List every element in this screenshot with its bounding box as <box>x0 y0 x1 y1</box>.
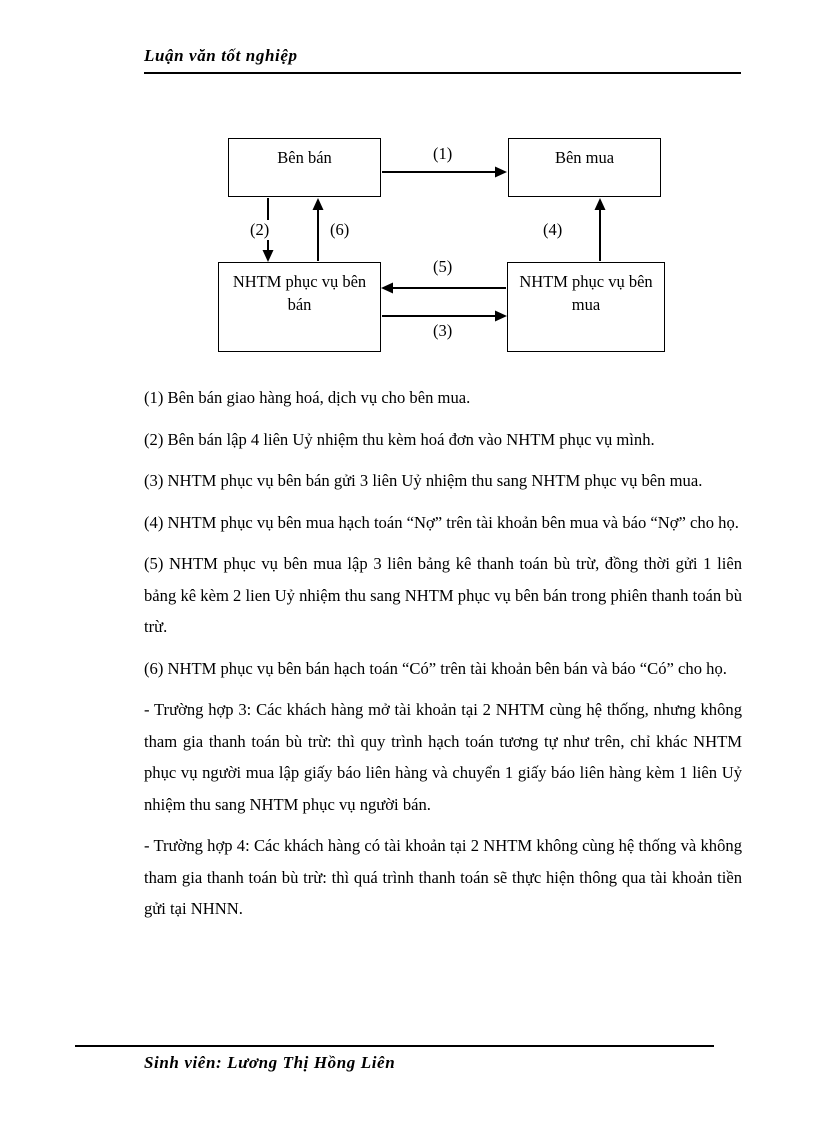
diagram-box-seller: Bên bán <box>228 138 381 197</box>
paragraph-step-1: (1) Bên bán giao hàng hoá, dịch vụ cho b… <box>144 388 471 407</box>
flow-label-1: (1) <box>431 144 455 164</box>
arrow-right-icon-1 <box>382 166 507 178</box>
header-rule <box>144 72 741 74</box>
arrow-up-icon-4 <box>594 198 606 261</box>
paragraph-step-3: (3) NHTM phục vụ bên bán gửi 3 liên Uỷ n… <box>144 471 703 490</box>
diagram-box-seller-bank: NHTM phục vụ bên bán <box>218 262 381 352</box>
arrow-up-icon-6 <box>312 198 324 261</box>
paragraph-step-4: (4) NHTM phục vụ bên mua hạch toán “Nợ” … <box>144 512 739 532</box>
paragraph-case-3: - Trường hợp 3: Các khách hàng mở tài kh… <box>144 700 742 814</box>
flow-label-5: (5) <box>431 257 455 277</box>
footer-rule <box>75 1045 714 1047</box>
flow-label-3: (3) <box>431 321 455 341</box>
paragraph-case-4: - Trường hợp 4: Các khách hàng có tài kh… <box>144 836 742 918</box>
flow-label-4: (4) <box>541 220 565 240</box>
body-text: (1) Bên bán giao hàng hoá, dịch vụ cho b… <box>144 382 742 935</box>
payment-flow-diagram: Bên bán Bên mua NHTM phục vụ bên bán NHT… <box>0 0 816 370</box>
diagram-arrows <box>262 166 606 322</box>
diagram-box-buyer-bank: NHTM phục vụ bên mua <box>507 262 665 352</box>
paragraph-step-5: (5) NHTM phục vụ bên mua lập 3 liên bảng… <box>144 554 742 636</box>
paragraph-step-6: (6) NHTM phục vụ bên bán hạch toán “Có” … <box>144 658 727 678</box>
arrow-left-icon-5 <box>381 282 506 294</box>
diagram-box-buyer: Bên mua <box>508 138 661 197</box>
footer-signature: Sinh viên: Lương Thị Hồng Liên <box>144 1053 396 1072</box>
flow-label-2: (2) <box>248 220 272 240</box>
arrow-right-icon-3 <box>382 310 507 322</box>
paragraph-step-2: (2) Bên bán lập 4 liên Uỷ nhiệm thu kèm … <box>144 429 655 449</box>
flow-label-6: (6) <box>328 220 352 240</box>
page-header-title: Luận văn tốt nghiệp <box>144 46 298 65</box>
